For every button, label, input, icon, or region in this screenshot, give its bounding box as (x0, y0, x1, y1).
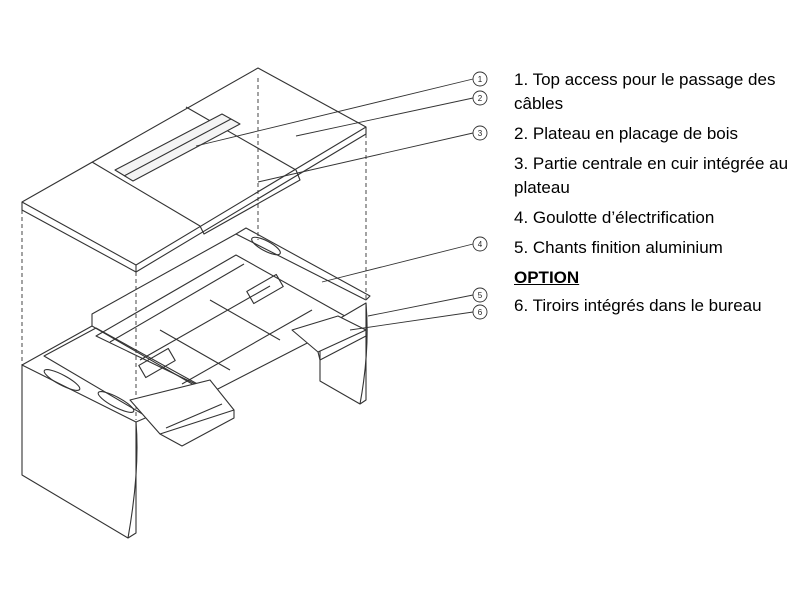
desk-base (21, 227, 371, 539)
callout-1: 1 (478, 75, 483, 84)
projection-lines (21, 78, 367, 420)
option-heading: OPTION (514, 268, 580, 287)
callout-4: 4 (478, 240, 483, 249)
legend-item-4: 4. Goulotte d’électrification (514, 208, 715, 227)
legend-item-1: 1. Top access pour le passage des câbles (514, 70, 776, 113)
callout-3: 3 (478, 129, 483, 138)
legend-item-3: 3. Partie centrale en cuir intégrée au p… (514, 154, 789, 197)
legend-item-6: 6. Tiroirs intégrés dans le bureau (514, 296, 762, 315)
desk-top-panel (21, 67, 367, 273)
callout-5: 5 (478, 291, 483, 300)
legend: 1. Top access pour le passage des câbles… (514, 68, 794, 324)
callout-circles (472, 71, 488, 320)
callout-6: 6 (478, 308, 483, 317)
legend-item-2: 2. Plateau en placage de bois (514, 124, 739, 143)
callout-2: 2 (478, 94, 483, 103)
legend-item-5: 5. Chants finition aluminium (514, 238, 723, 257)
leader-lines (195, 78, 474, 331)
